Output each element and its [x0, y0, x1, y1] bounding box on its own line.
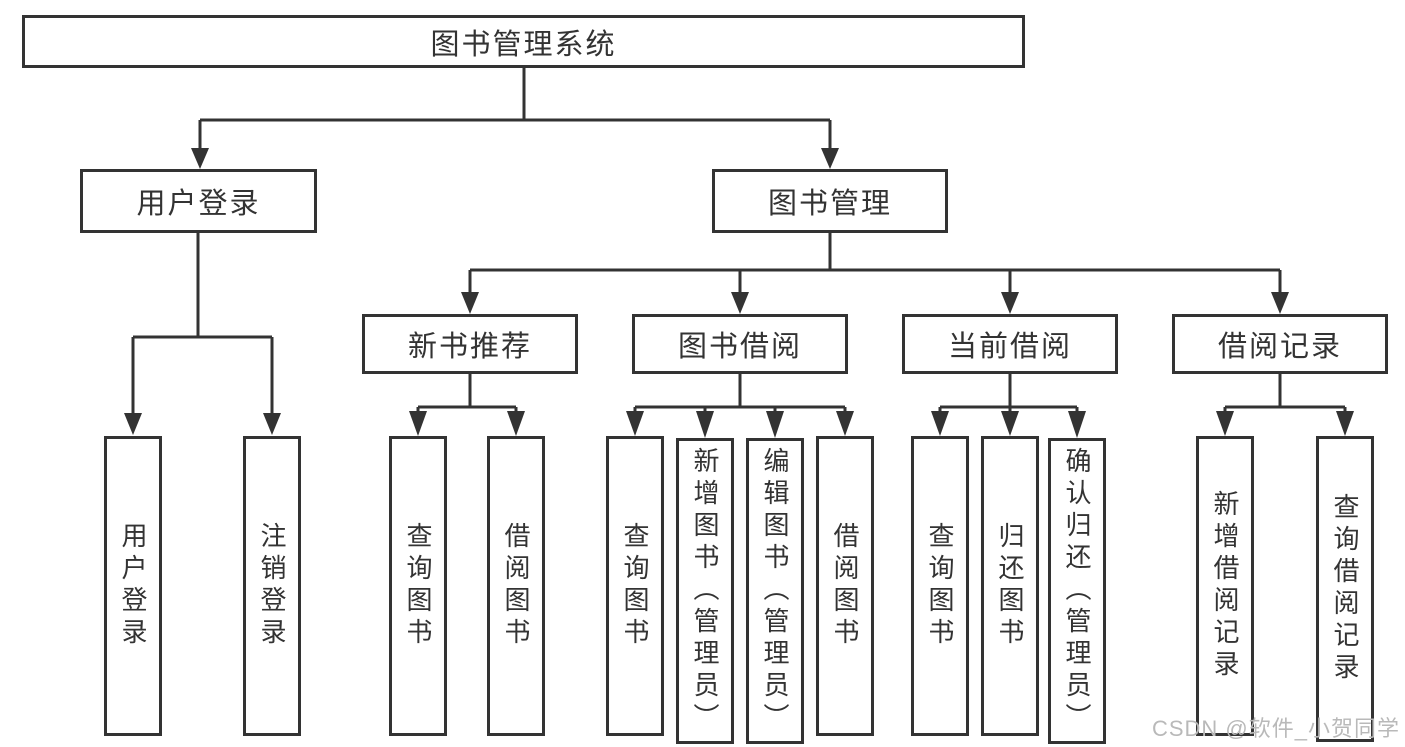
- node-leaf-query-books: 查询图书: [911, 436, 969, 736]
- node-label: 新增图书（管理员）: [690, 447, 720, 735]
- connector-book-management-to-level3: [461, 233, 1289, 314]
- node-label: 查询图书: [925, 522, 955, 650]
- node-label: 当前借阅: [947, 331, 1072, 363]
- node-leaf-query-books: 查询图书: [389, 436, 447, 736]
- node-book-management: 图书管理: [712, 169, 948, 233]
- node-leaf-borrow-books: 借阅图书: [816, 436, 874, 736]
- node-leaf-borrow-books: 借阅图书: [487, 436, 545, 736]
- node-current-borrow: 当前借阅: [902, 314, 1118, 374]
- connector-book-borrow-children: [626, 374, 854, 438]
- node-label: 查询图书: [403, 522, 433, 650]
- node-label: 查询图书: [620, 522, 650, 650]
- node-user-login: 用户登录: [80, 169, 317, 233]
- connector-root-to-level2: [191, 68, 839, 169]
- node-label: 注销登录: [257, 522, 287, 650]
- node-label: 确认归还（管理员）: [1062, 447, 1092, 735]
- node-leaf-user-login: 用户登录: [104, 436, 162, 736]
- node-label: 借阅图书: [830, 522, 860, 650]
- node-label: 借阅图书: [501, 522, 531, 650]
- node-label: 图书借阅: [677, 331, 802, 363]
- node-leaf-add-borrow-record: 新增借阅记录: [1196, 436, 1254, 736]
- node-label: 新书推荐: [407, 331, 532, 363]
- node-label: 用户登录: [118, 522, 148, 650]
- csdn-watermark: CSDN @软件_小贺同学: [1151, 716, 1400, 741]
- node-borrow-records: 借阅记录: [1172, 314, 1388, 374]
- connector-user-login-children: [124, 233, 281, 435]
- node-library-system: 图书管理系统: [22, 15, 1025, 68]
- node-leaf-query-borrow-record: 查询借阅记录: [1316, 436, 1374, 742]
- node-label: 编辑图书（管理员）: [760, 447, 790, 735]
- node-leaf-confirm-return-admin: 确认归还（管理员）: [1048, 438, 1106, 744]
- node-leaf-edit-book-admin: 编辑图书（管理员）: [746, 438, 804, 744]
- node-new-book-recommend: 新书推荐: [362, 314, 578, 374]
- node-label: 归还图书: [995, 522, 1025, 650]
- connector-new-book-recommend-children: [409, 374, 525, 436]
- node-leaf-return-books: 归还图书: [981, 436, 1039, 736]
- node-book-borrow: 图书借阅: [632, 314, 848, 374]
- node-label: 借阅记录: [1217, 331, 1342, 363]
- connector-borrow-records-children: [1216, 374, 1354, 436]
- node-label: 用户登录: [136, 188, 261, 220]
- node-leaf-logout: 注销登录: [243, 436, 301, 736]
- node-leaf-add-book-admin: 新增图书（管理员）: [676, 438, 734, 744]
- node-label: 图书管理: [767, 188, 892, 220]
- connector-current-borrow-children: [931, 374, 1086, 438]
- node-label: 图书管理系统: [430, 28, 617, 61]
- node-leaf-query-books: 查询图书: [606, 436, 664, 736]
- node-label: 查询借阅记录: [1330, 493, 1360, 685]
- node-label: 新增借阅记录: [1210, 490, 1240, 682]
